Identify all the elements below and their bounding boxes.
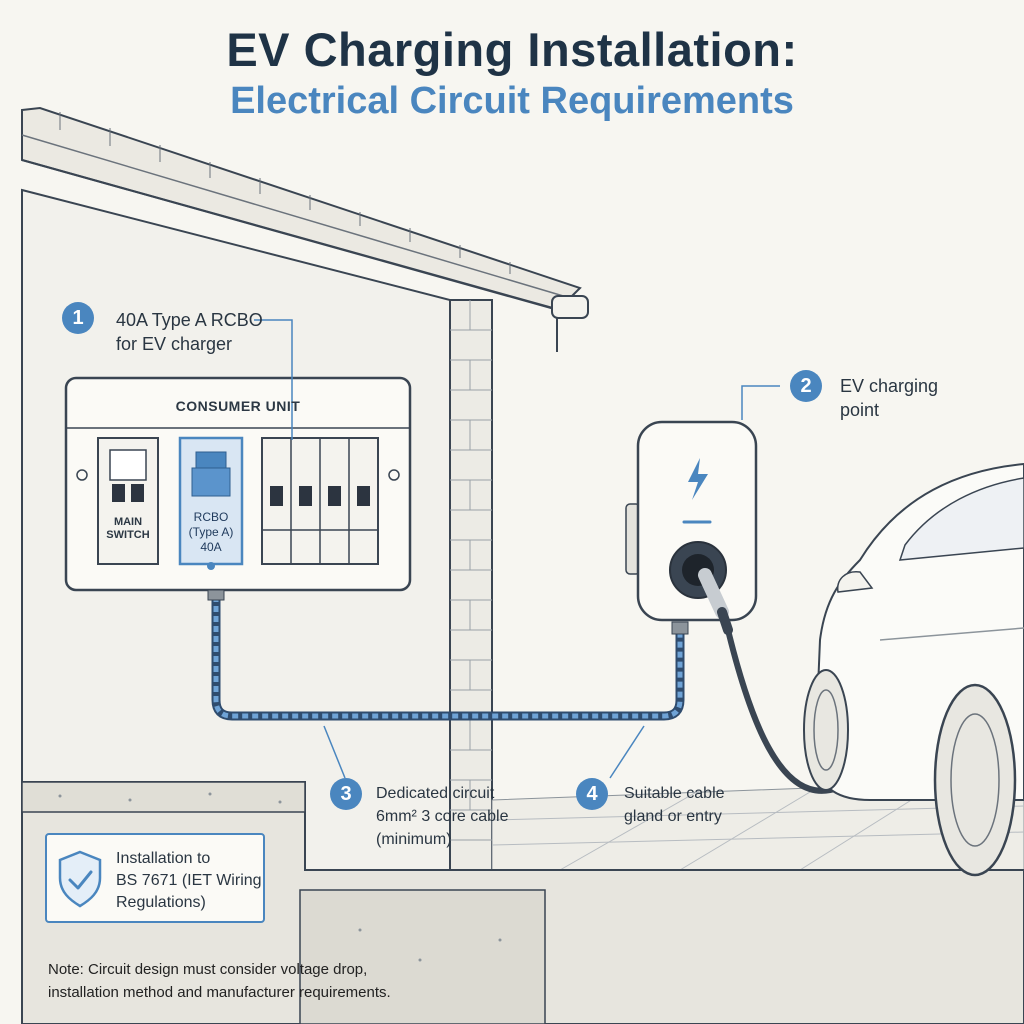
diagram-subtitle: Electrical Circuit Requirements <box>230 80 794 122</box>
shield-check-icon <box>58 850 102 908</box>
side-mirror <box>837 571 874 593</box>
brick-column <box>449 299 493 961</box>
consumer-unit <box>64 376 412 592</box>
main-switch-label: MAIN SWITCH <box>106 516 150 541</box>
rcbo-breaker <box>178 436 244 566</box>
callout-number-3: 3 <box>330 778 362 810</box>
callout-label-2: EV charging point <box>840 376 939 420</box>
roof <box>21 106 589 352</box>
mcb-breakers <box>261 437 379 565</box>
callout-label-1: 40A Type A RCBO for EV charger <box>116 310 263 354</box>
gutter <box>551 295 589 319</box>
dedicated-cable <box>207 589 689 721</box>
car <box>803 462 1024 877</box>
cable-gland <box>671 621 689 635</box>
ev-charger <box>625 420 930 794</box>
rear-wheel <box>933 683 1017 877</box>
callout-number-1: 1 <box>62 302 94 334</box>
rcbo-label: RCBO (Type A) 40A <box>188 510 234 554</box>
main-switch <box>97 437 159 565</box>
callout-number-4: 4 <box>576 778 608 810</box>
regulation-box <box>45 833 265 923</box>
ground <box>21 779 1024 1024</box>
leader-lines <box>254 319 780 779</box>
consumer-unit-title: CONSUMER UNIT <box>175 398 301 414</box>
front-wheel <box>803 669 849 791</box>
screw-icon <box>76 469 88 481</box>
footnote: Note: Circuit design must consider volta… <box>48 961 391 1001</box>
screw-icon <box>388 469 400 481</box>
diagram-title: EV Charging Installation: <box>226 23 798 76</box>
callout-label-4: Suitable cable gland or entry <box>624 785 725 825</box>
lightning-icon <box>688 458 708 500</box>
regulation-text: Installation to BS 7671 (IET Wiring Regu… <box>116 850 262 911</box>
callout-label-3: Dedicated circuit 6mm² 3 core cable (min… <box>376 785 509 848</box>
callout-number-2: 2 <box>790 370 822 402</box>
